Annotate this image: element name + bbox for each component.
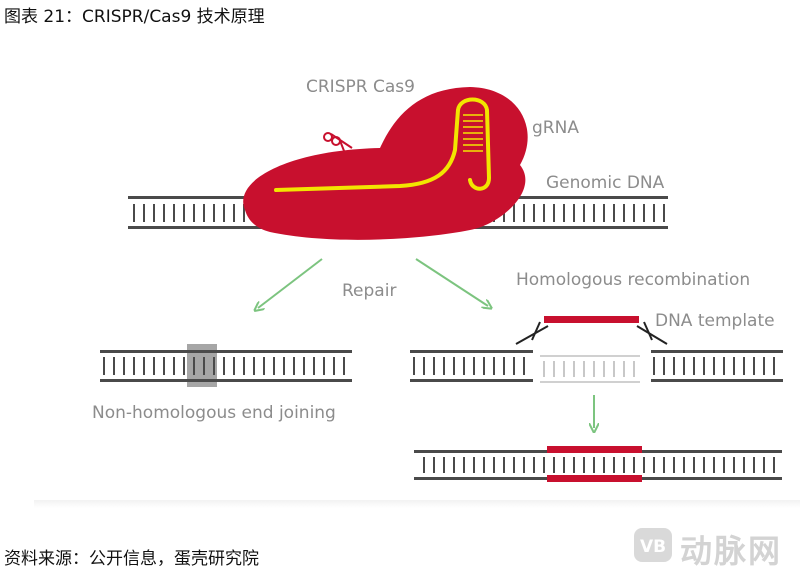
repaired-dna-strand — [414, 446, 782, 482]
vb-logo-letter: VB — [640, 537, 666, 557]
genomic-dna-label: Genomic DNA — [546, 173, 665, 193]
watermark-text: 动脉网 — [680, 532, 783, 570]
diagram-panel: CRISPR Cas9 gRNA Genomic DNA Repair Non-… — [34, 36, 800, 506]
dna-template-bar — [544, 316, 639, 323]
figure-title: 图表 21：CRISPR/Cas9 技术原理 — [4, 7, 265, 27]
crispr-diagram: CRISPR Cas9 gRNA Genomic DNA Repair Non-… — [92, 77, 783, 482]
broken-dna-gap — [540, 355, 640, 383]
grna-strand — [274, 97, 492, 192]
vb-logo-icon: VB — [634, 528, 672, 562]
broken-dna-right — [651, 350, 783, 382]
crossover-lines — [515, 321, 668, 345]
inserted-template-top — [547, 446, 642, 453]
panel-shadow — [34, 500, 800, 508]
nhej-label: Non-homologous end joining — [92, 403, 336, 423]
grna-label: gRNA — [532, 118, 579, 138]
scissors-icon — [323, 132, 353, 157]
inserted-template-bottom — [547, 475, 642, 482]
nhej-dna-strand — [100, 344, 352, 387]
repair-arrow-right — [415, 258, 488, 306]
dna-template-label: DNA template — [655, 311, 775, 331]
homologous-recombination-label: Homologous recombination — [516, 270, 750, 290]
source-note: 资料来源：公开信息，蛋壳研究院 — [4, 549, 259, 569]
cas9-label: CRISPR Cas9 — [306, 77, 415, 97]
broken-dna-left — [410, 350, 533, 382]
watermark: VB 动脉网 — [632, 524, 800, 570]
repair-label: Repair — [342, 281, 396, 301]
repair-arrow-left — [258, 258, 323, 308]
